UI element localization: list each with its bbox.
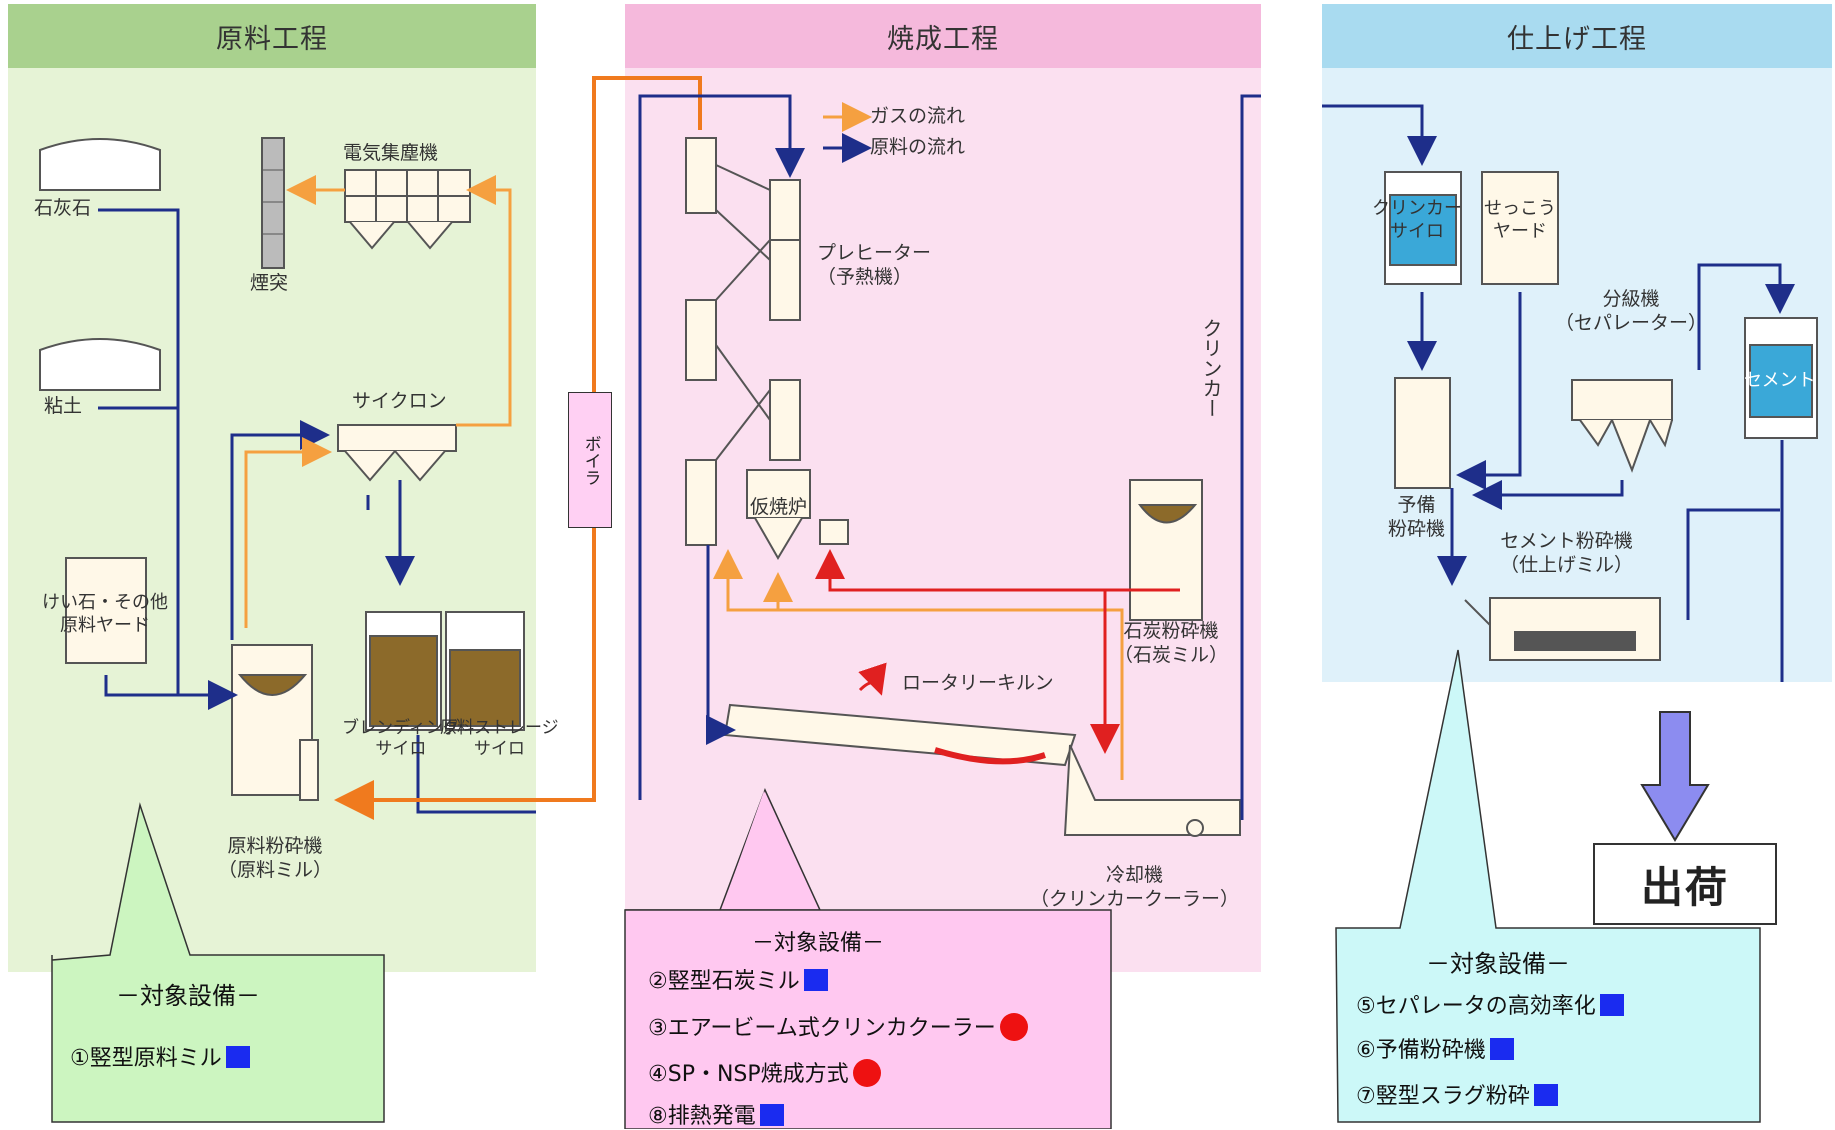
storage-silo-label: 原料ストレージ サイロ (440, 718, 559, 760)
precipitator-label: 電気集塵機 (343, 142, 439, 164)
gypsum-yard-box (1481, 171, 1559, 285)
boiler-box: ボイラ (568, 392, 612, 528)
firing-callout-title: －対象設備－ (752, 931, 885, 956)
raw-mill-icon (231, 644, 319, 801)
cement-mill-label: セメント粉砕機 （仕上げミル） (1500, 530, 1634, 576)
shipping-box: 出荷 (1593, 843, 1777, 925)
raw-callout-item-1: ①竪型原料ミル (70, 1040, 250, 1072)
precipitator-icon (344, 169, 471, 250)
blue-square-marker (1599, 994, 1624, 1016)
blending-silo-label: ブレンディング サイロ (342, 718, 460, 760)
clay-silo (39, 338, 161, 391)
finish-callout-title: －対象設備－ (1426, 950, 1570, 978)
firing-process-header: 焼成工程 (625, 4, 1261, 68)
blue-square-marker (803, 969, 828, 991)
limestone-silo (39, 138, 161, 191)
red-circle-marker (999, 1013, 1028, 1041)
preheater-label: プレヒーター （予熱機） (817, 242, 932, 288)
cement-silo-label: セメント (1744, 370, 1816, 391)
firing-callout-item-2: ②竪型石炭ミル (648, 963, 828, 995)
blue-square-marker (759, 1104, 784, 1126)
blue-square-marker (1533, 1084, 1558, 1106)
raw-process-header: 原料工程 (8, 4, 536, 68)
limestone-label: 石灰石 (34, 197, 92, 219)
chimney-icon (261, 137, 285, 269)
silica-yard-label: けい石・その他 原料ヤード (42, 592, 168, 636)
firing-callout-item-3: ③エアービーム式クリンカクーラー (648, 1010, 1028, 1042)
kiln-label: ロータリーキルン (902, 672, 1054, 694)
pre-crusher-label: 予備 粉砕機 (1388, 494, 1446, 540)
coal-mill-icon (1129, 479, 1203, 621)
calciner-label: 仮焼炉 (750, 496, 808, 518)
finish-callout-shape (1335, 649, 1761, 1123)
separator-icon (1571, 379, 1673, 473)
pre-crusher-icon (1394, 377, 1451, 489)
firing-callout-item-4: ④SP・NSP焼成方式 (648, 1056, 881, 1088)
raw-callout-shape (51, 802, 385, 1123)
blending-silos-icon (365, 611, 525, 731)
clinker-silo-label: クリンカー サイロ (1372, 198, 1462, 242)
calciner-icon (746, 469, 849, 560)
shipping-arrow-icon (1640, 711, 1710, 842)
firing-callout-item-8: ⑧排熱発電 (648, 1098, 784, 1130)
finish-callout-item-7: ⑦竪型スラグ粉砕 (1356, 1078, 1558, 1110)
blue-square-marker (1489, 1038, 1514, 1060)
clinker-vertical-label: クリンカー (1199, 318, 1223, 418)
silica-yard-box (65, 557, 147, 664)
cyclone-label: サイクロン (352, 390, 447, 412)
finish-callout-item-5: ⑤セパレータの高効率化 (1356, 988, 1624, 1020)
raw-callout-title: －対象設備－ (116, 982, 260, 1010)
cooler-label: 冷却機 （クリンカークーラー） (1030, 864, 1240, 910)
clay-label: 粘土 (44, 395, 83, 417)
blue-square-marker (225, 1046, 250, 1068)
finish-callout-item-6: ⑥予備粉砕機 (1356, 1032, 1514, 1064)
legend-gas-label: ガスの流れ (870, 105, 966, 127)
raw-mill-label: 原料粉砕機 （原料ミル） (218, 835, 333, 881)
boiler-label: ボイラ (580, 434, 601, 486)
clinker-cooler-icon (1063, 744, 1241, 837)
finish-process-header: 仕上げ工程 (1322, 4, 1832, 68)
coal-mill-label: 石炭粉砕機 （石炭ミル） (1114, 620, 1229, 666)
chimney-label: 煙突 (250, 272, 289, 294)
rotary-kiln-icon (723, 703, 1077, 767)
cement-silo-icon (1744, 317, 1818, 439)
separator-label: 分級機 （セパレーター） (1555, 288, 1708, 334)
red-circle-marker (852, 1059, 881, 1087)
cement-mill-icon (1464, 597, 1661, 661)
gypsum-yard-label: せっこう ヤード (1484, 198, 1556, 242)
preheater-tower-icon (685, 137, 801, 546)
clinker-silo-icon (1384, 171, 1462, 285)
cyclone-icon (337, 424, 457, 482)
legend-material-label: 原料の流れ (870, 136, 966, 158)
